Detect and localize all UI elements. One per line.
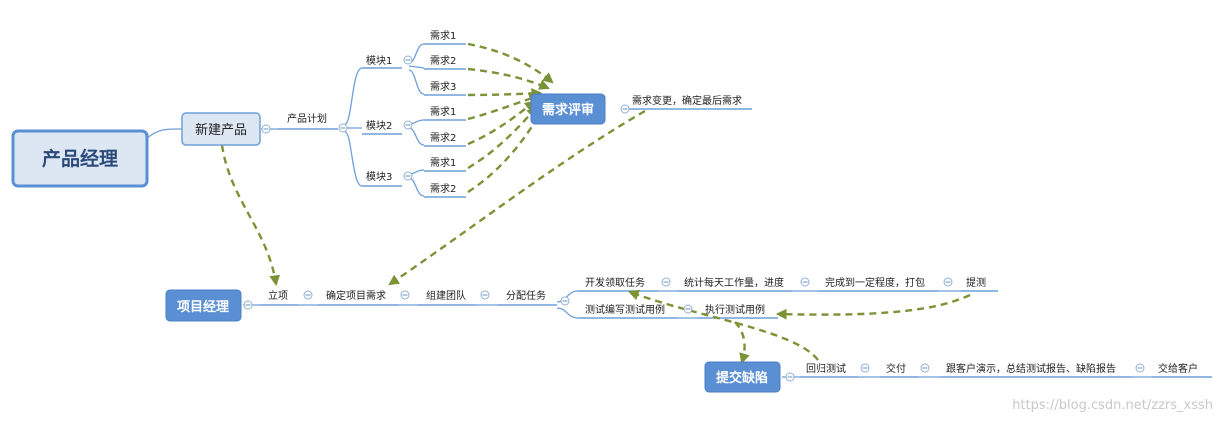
product-plan-label[interactable]: 产品计划 <box>287 112 327 125</box>
watermark-text: https://blog.csdn.net/zzrs_xssh <box>1012 398 1213 413</box>
relation-m1-r3-review <box>467 88 543 99</box>
module1-req1-label[interactable]: 需求1 <box>430 30 456 42</box>
link-m1-r2 <box>408 65 425 69</box>
relation-m2-r2-review <box>467 100 536 146</box>
topic-labels: 产品计划 模块1 模块2 模块3 需求1 需求2 需求3 需求1 需求2 需求1… <box>268 30 1198 375</box>
write-test-cases-label[interactable]: 测试编写测试用例 <box>585 303 665 316</box>
collapse-toggle-icon[interactable] <box>303 290 313 300</box>
new-product-node-label: 新建产品 <box>195 122 247 138</box>
relation-m3-r2-review <box>467 112 542 194</box>
collapse-toggle-icon[interactable] <box>403 120 413 130</box>
build-team-label[interactable]: 组建团队 <box>426 289 466 302</box>
collapse-toggle-icon[interactable] <box>400 290 410 300</box>
link-plan-module1 <box>344 67 363 125</box>
dev-claim-task-label[interactable]: 开发领取任务 <box>585 276 645 289</box>
module2-req2-label[interactable]: 需求2 <box>430 132 456 144</box>
module2-label[interactable]: 模块2 <box>366 120 392 132</box>
collapse-toggle-icon[interactable] <box>920 363 930 373</box>
submit-test-label[interactable]: 提测 <box>966 276 986 289</box>
submit-defect-node-label: 提交缺陷 <box>716 370 768 386</box>
module3-req1-label[interactable]: 需求1 <box>430 157 456 169</box>
relation-change-confirm <box>388 109 646 286</box>
link-assign-write <box>556 307 579 319</box>
project-manager-node[interactable]: 项目经理 <box>165 289 242 322</box>
module3-req2-label[interactable]: 需求2 <box>430 183 456 195</box>
node-underlines <box>260 43 1212 378</box>
link-root-new-product <box>146 128 183 139</box>
project-manager-node-label: 项目经理 <box>177 299 229 315</box>
requirement-change-label[interactable]: 需求变更，确定最后需求 <box>632 94 742 107</box>
daily-stats-label[interactable]: 统计每天工作量，进度 <box>684 276 784 289</box>
collapse-toggle-icon[interactable] <box>403 171 413 181</box>
new-product-node[interactable]: 新建产品 <box>181 112 261 146</box>
module3-label[interactable]: 模块3 <box>366 171 392 183</box>
collapse-toggle-icon[interactable] <box>620 104 630 114</box>
collapse-toggle-icon[interactable] <box>560 296 570 306</box>
module1-req2-label[interactable]: 需求2 <box>430 55 456 67</box>
collapse-toggle-icon[interactable] <box>860 363 870 373</box>
collapse-toggle-icon[interactable] <box>683 304 693 314</box>
submit-defect-node[interactable]: 提交缺陷 <box>704 361 781 393</box>
branch-lines <box>146 43 1152 378</box>
link-m1-r3 <box>408 69 425 95</box>
collapse-toggle-icon[interactable] <box>243 300 253 310</box>
relation-submit-run <box>775 293 971 320</box>
link-plan-module3 <box>344 131 363 187</box>
link-m2-r2 <box>408 127 425 146</box>
initiate-label[interactable]: 立项 <box>268 289 288 302</box>
collapse-toggle-icon[interactable] <box>403 55 413 65</box>
requirement-review-node[interactable]: 需求评审 <box>530 93 606 125</box>
relation-m1-r2-review <box>467 67 550 90</box>
collapse-toggle-icon[interactable] <box>785 372 795 382</box>
collapse-toggle-icon[interactable] <box>338 123 348 133</box>
link-m3-r2 <box>408 177 425 197</box>
collapse-toggles <box>243 55 1145 382</box>
relation-regression-dev <box>627 289 819 361</box>
relation-new-product-initiate <box>220 144 281 287</box>
collapse-toggle-icon[interactable] <box>943 277 953 287</box>
collapse-toggle-icon[interactable] <box>1135 363 1145 373</box>
confirm-requirements-label[interactable]: 确定项目需求 <box>326 289 386 302</box>
relation-run-defect <box>734 321 750 365</box>
relation-m2-r1-review <box>467 93 541 121</box>
hand-over-customer-label[interactable]: 交给客户 <box>1158 362 1198 375</box>
collapse-toggle-icon[interactable] <box>661 277 671 287</box>
collapse-toggle-icon[interactable] <box>480 290 490 300</box>
deliver-label[interactable]: 交付 <box>886 362 906 375</box>
root-node[interactable]: 产品经理 <box>11 129 149 188</box>
module2-req1-label[interactable]: 需求1 <box>430 106 456 118</box>
regression-test-label[interactable]: 回归测试 <box>806 362 846 375</box>
requirement-review-node-label: 需求评审 <box>542 102 594 118</box>
demo-report-label[interactable]: 跟客户演示，总结测试报告、缺陷报告 <box>946 362 1116 375</box>
module1-label[interactable]: 模块1 <box>366 55 392 67</box>
collapse-toggle-icon[interactable] <box>800 277 810 287</box>
relation-m3-r1-review <box>467 106 538 170</box>
collapse-toggle-icon[interactable] <box>261 124 271 134</box>
complete-pack-label[interactable]: 完成到一定程度，打包 <box>825 276 925 289</box>
run-test-cases-label[interactable]: 执行测试用例 <box>705 303 765 316</box>
module1-req3-label[interactable]: 需求3 <box>430 81 456 93</box>
assign-task-label[interactable]: 分配任务 <box>506 289 546 302</box>
link-assign-dev <box>556 290 579 303</box>
root-node-label: 产品经理 <box>42 147 118 170</box>
